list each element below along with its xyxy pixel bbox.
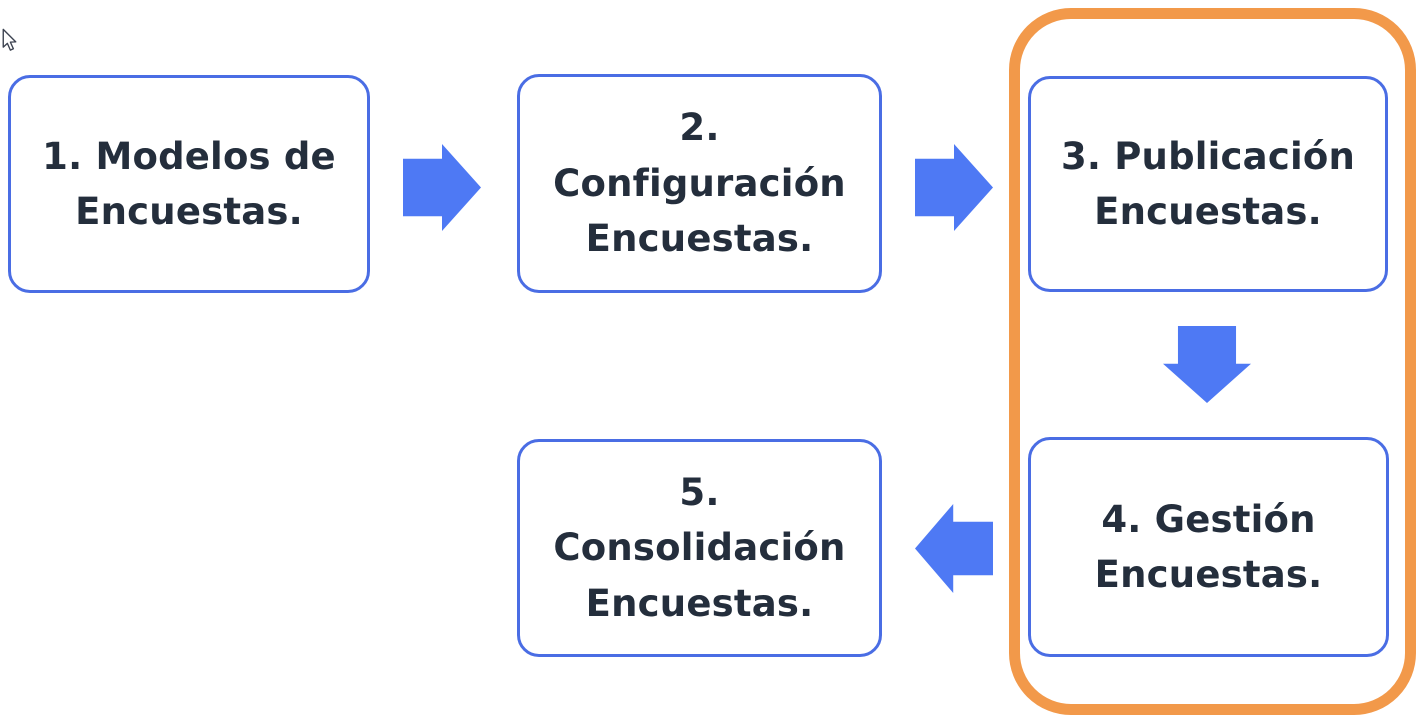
step-5-label: 5. Consolidación Encuestas.	[553, 465, 845, 632]
highlight-outline-steps-3-4	[1009, 8, 1416, 715]
arrow-step4-to-step5-icon	[915, 504, 993, 593]
arrow-step2-to-step3-icon	[915, 144, 993, 231]
step-box-4: 4. Gestión Encuestas.	[1028, 437, 1389, 657]
step-3-line-2: Encuestas.	[1094, 190, 1322, 233]
step-5-line-3: Encuestas.	[585, 581, 814, 625]
mouse-cursor-icon	[2, 28, 17, 51]
step-4-label: 4. Gestión Encuestas.	[1095, 492, 1323, 603]
step-box-2: 2. Configuración Encuestas.	[517, 74, 882, 293]
step-1-line-2: Encuestas.	[75, 190, 303, 233]
step-2-line-3: Encuestas.	[585, 217, 814, 261]
step-3-label: 3. Publicación Encuestas.	[1061, 129, 1355, 240]
step-3-line-1: 3. Publicación	[1060, 134, 1356, 178]
arrow-step1-to-step2-icon	[403, 144, 481, 231]
step-2-label: 2. Configuración Encuestas.	[553, 100, 846, 267]
step-box-3: 3. Publicación Encuestas.	[1028, 76, 1388, 292]
step-box-1: 1. Modelos de Encuestas.	[8, 75, 370, 293]
step-4-line-1: 4. Gestión	[1101, 497, 1316, 541]
step-1-line-1: 1. Modelos de	[42, 134, 336, 178]
step-2-line-1: 2.	[679, 106, 720, 150]
step-5-line-1: 5.	[679, 470, 720, 514]
step-5-line-2: Consolidación	[553, 526, 846, 570]
step-2-line-2: Configuración	[553, 161, 846, 205]
step-1-label: 1. Modelos de Encuestas.	[42, 129, 336, 240]
step-box-5: 5. Consolidación Encuestas.	[517, 439, 882, 657]
step-4-line-2: Encuestas.	[1094, 553, 1323, 596]
